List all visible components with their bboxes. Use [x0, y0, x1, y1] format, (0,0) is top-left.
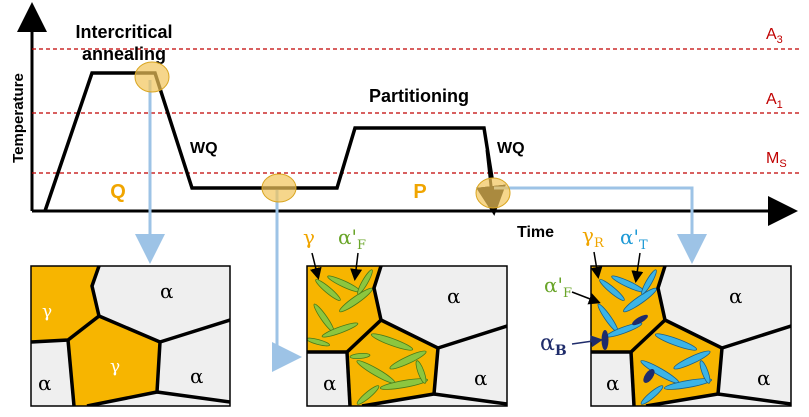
- micro1-frame: [30, 265, 231, 407]
- marker-partition: [475, 177, 511, 209]
- a3-label: A3: [766, 26, 783, 46]
- y-axis-label: Temperature: [10, 73, 27, 163]
- micro2-alpha-left: α: [323, 371, 337, 395]
- micro2-martensite-label: α'F: [338, 225, 366, 253]
- micro3-alpha-right: α: [757, 366, 771, 390]
- micro2-gamma-label: γ: [303, 225, 315, 249]
- micro3-tempered-label: α'T: [620, 225, 648, 253]
- microstructure-intercritical: [31, 266, 230, 406]
- microstructure-quench: [307, 266, 507, 406]
- fresh-martensite-needles: [307, 269, 429, 405]
- wq-label-1: WQ: [190, 140, 218, 157]
- micro3-alpha-top: α: [729, 284, 743, 308]
- micro3-alpha-left: α: [606, 371, 620, 395]
- q-stage-label: Q: [110, 181, 126, 203]
- annealing-label: annealing: [82, 44, 166, 64]
- micro2-frame: [306, 265, 508, 407]
- micro3-fresh-pointer: [571, 291, 601, 305]
- austenite-grain-top: [31, 266, 99, 342]
- x-axis-label: Time: [517, 224, 554, 241]
- micro3-tempered-pointer: [631, 252, 644, 283]
- tempered-martensite-needles: [597, 269, 713, 405]
- partitioning-label: Partitioning: [369, 86, 469, 106]
- connector-arrow-2: [272, 190, 302, 372]
- micro3-fresh-label: α'F: [544, 273, 572, 301]
- micro2-alpha-top: α: [447, 284, 461, 308]
- micro3-bainite-pointer: [571, 335, 603, 348]
- wq-label-2: WQ: [497, 140, 525, 157]
- marker-quench: [261, 173, 297, 203]
- a1-label: A1: [766, 91, 783, 111]
- micro1-alpha-right: α: [190, 364, 204, 388]
- micro1-alpha-left: α: [38, 371, 52, 395]
- p-stage-label: P: [413, 181, 426, 203]
- micro1-gamma-center: γ: [110, 357, 120, 377]
- ms-label: MS: [766, 150, 787, 170]
- micro2-martensite-pointer: [350, 252, 363, 281]
- micro1-alpha-top: α: [160, 279, 174, 303]
- marker-annealing: [134, 61, 170, 93]
- intercritical-label: Intercritical: [75, 22, 172, 42]
- micro2-alpha-right: α: [474, 366, 488, 390]
- micro3-retained-austenite-label: γR: [582, 223, 605, 251]
- microstructure-partition: [591, 266, 791, 406]
- bainite-plates: [601, 314, 655, 383]
- micro3-bainite-label: αB: [540, 331, 567, 359]
- austenite-grain-center: [68, 316, 160, 406]
- micro3-gamma-pointer: [590, 251, 603, 279]
- micro2-gamma-pointer: [309, 252, 322, 280]
- connector-arrow-3: [494, 186, 707, 264]
- micro1-gamma-top: γ: [42, 302, 52, 322]
